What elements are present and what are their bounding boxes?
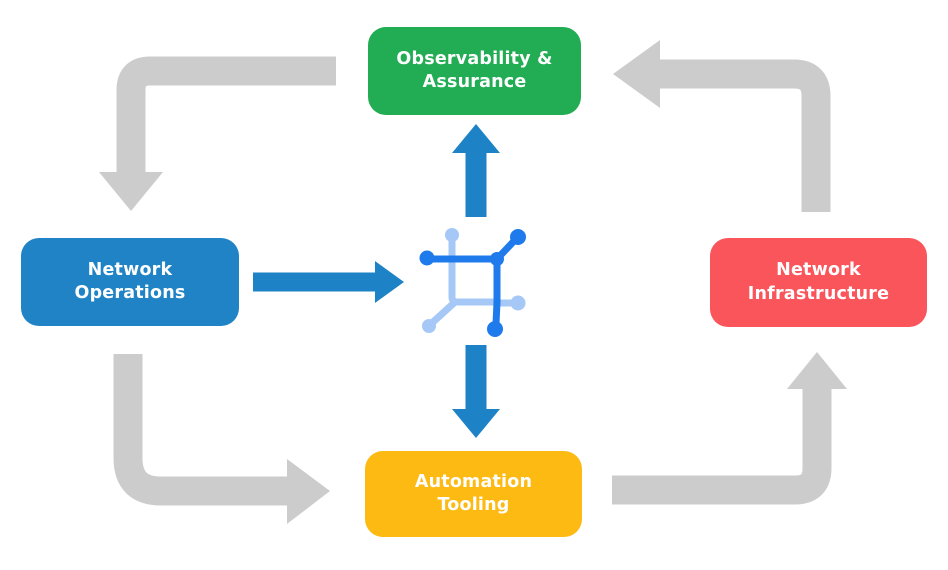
cycle-arrowhead-right: [287, 459, 330, 524]
cycle-arrow-shaft: [113, 354, 288, 506]
network-automation-icon: [419, 228, 526, 337]
node-label-line1: Network: [87, 259, 173, 280]
cycle-arrowhead-down: [99, 172, 163, 211]
node-label-line1: Network: [776, 260, 861, 281]
flow-arrowhead-up: [452, 124, 500, 153]
icon-dark-node-bottom: [487, 321, 503, 337]
cycle-arrow-tooling-to-infrastructure: [612, 352, 847, 505]
node-observability-assurance: Observability & Assurance: [368, 27, 581, 115]
flow-arrowhead-right: [375, 261, 404, 303]
cycle-arrow-shaft: [659, 59, 831, 212]
icon-light-node-top: [445, 228, 459, 242]
icon-light-left-bottom-edge: [448, 233, 499, 306]
flow-arrow-operations-to-center: [253, 261, 404, 303]
icon-light-node-right: [510, 295, 526, 311]
node-label-line2: Infrastructure: [747, 283, 890, 304]
icon-dark-junction: [490, 252, 504, 266]
icon-dark-node-left: [419, 250, 435, 266]
node-label-line1: Observability &: [396, 48, 553, 69]
node-network-infrastructure: Network Infrastructure: [710, 238, 927, 327]
icon-dark-node-top-right: [510, 229, 526, 245]
cycle-arrow-shaft: [116, 56, 336, 172]
node-label: Network Infrastructure: [748, 259, 889, 305]
node-network-operations: Network Operations: [21, 238, 239, 326]
icon-light-diagonal: [428, 298, 459, 327]
cycle-arrow-operations-to-tooling: [113, 354, 330, 524]
flow-arrowhead-down: [452, 409, 500, 438]
icon-light-node-bottom-left: [422, 319, 436, 333]
cycle-arrowhead-up: [787, 352, 847, 389]
cycle-arrowhead-left: [613, 40, 660, 108]
node-automation-tooling: Automation Tooling: [365, 451, 582, 537]
cycle-arrow-observability-to-operations: [99, 56, 336, 211]
flow-arrow-center-to-tooling: [452, 345, 500, 438]
icon-dark-bottom-stub: [492, 298, 501, 328]
node-label-line1: Automation: [414, 471, 533, 492]
node-label: Observability & Assurance: [396, 48, 552, 94]
node-label: Automation Tooling: [415, 471, 532, 517]
node-label-line2: Operations: [74, 283, 186, 303]
node-label: Network Operations: [75, 259, 186, 305]
cycle-arrow-infrastructure-to-observability: [613, 40, 831, 212]
icon-dark-top-right-edge: [425, 255, 501, 306]
cycle-arrow-shaft: [612, 388, 832, 505]
node-label-line2: Assurance: [422, 72, 527, 92]
node-label-line2: Tooling: [437, 495, 510, 515]
flow-arrow-center-to-observability: [452, 124, 500, 217]
